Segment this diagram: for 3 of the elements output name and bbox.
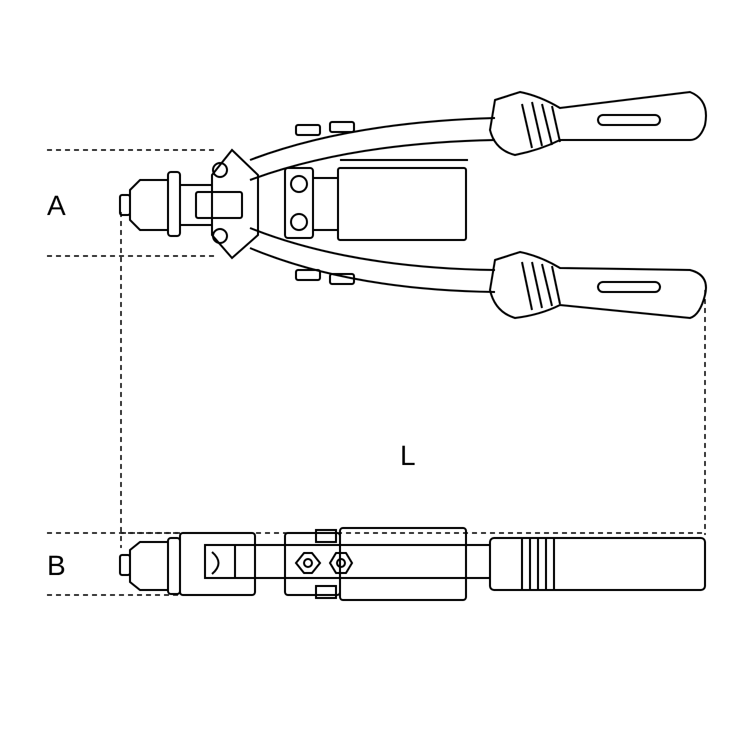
dimension-label: A	[47, 192, 66, 220]
dimension-label: L	[400, 442, 416, 470]
dimension-label: B	[47, 552, 66, 580]
